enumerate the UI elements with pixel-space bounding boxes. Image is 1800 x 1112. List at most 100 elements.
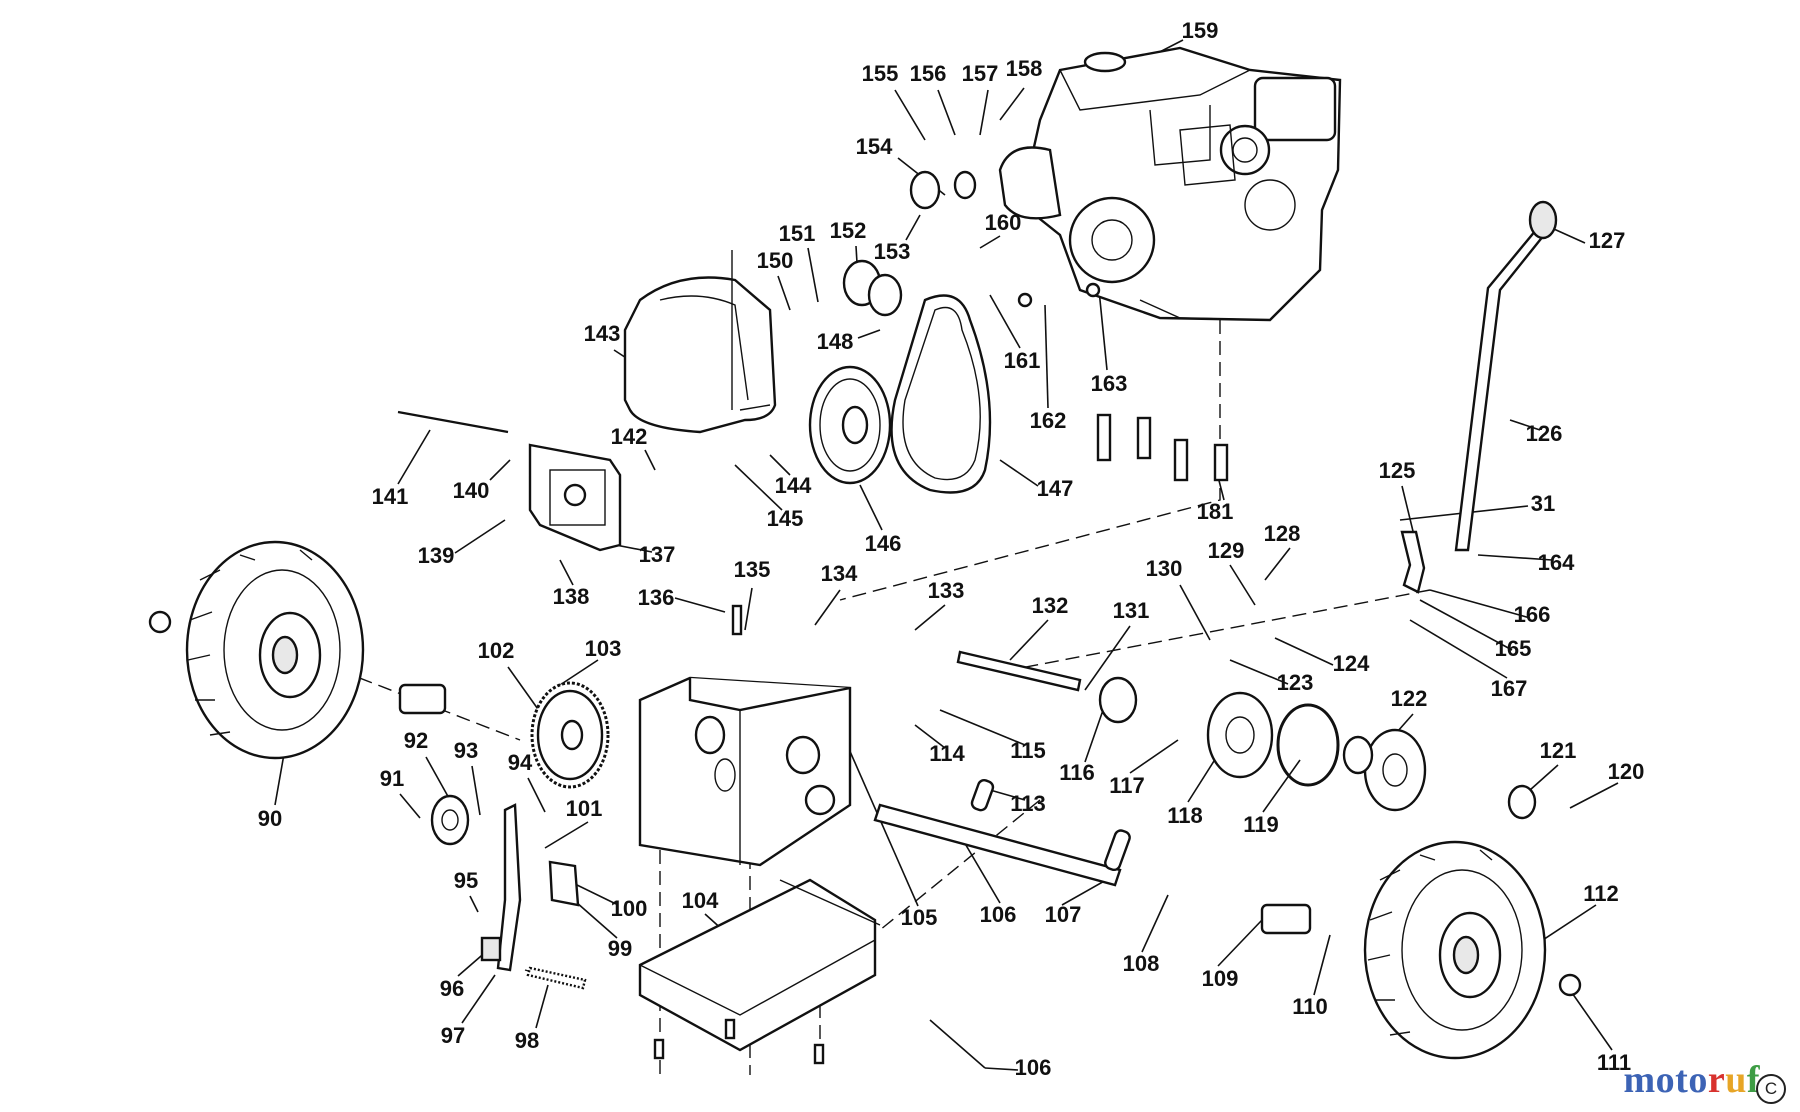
- gear: [530, 681, 610, 789]
- callout-152: 152: [830, 218, 867, 243]
- left-wheel: [148, 540, 365, 760]
- callout-116: 116: [1059, 760, 1095, 785]
- callout-31: 31: [1531, 491, 1555, 516]
- copyright-badge: C: [1756, 1074, 1786, 1104]
- callout-136: 136: [638, 585, 675, 610]
- callout-165: 165: [1495, 636, 1532, 661]
- callout-118: 118: [1167, 803, 1203, 828]
- v-belt: [890, 294, 992, 494]
- shafts: [398, 650, 1312, 935]
- watermark-segment-3: u: [1725, 1059, 1747, 1101]
- callout-103: 103: [585, 636, 622, 661]
- callout-105: 105: [901, 905, 938, 930]
- callout-138: 138: [553, 584, 590, 609]
- watermark-segment-1: moto: [1623, 1059, 1708, 1101]
- bracket-small: [548, 860, 580, 907]
- callout-160: 160: [985, 210, 1022, 235]
- callout-125: 125: [1379, 458, 1416, 483]
- callout-93: 93: [454, 738, 478, 763]
- watermark-segment-2: r: [1707, 1059, 1726, 1101]
- callout-97: 97: [441, 1023, 465, 1048]
- callout-135: 135: [734, 557, 771, 582]
- callout-99: 99: [608, 936, 632, 961]
- callout-164: 164: [1538, 550, 1575, 575]
- callout-101: 101: [566, 796, 603, 821]
- callout-143: 143: [584, 321, 621, 346]
- callout-112: 112: [1583, 881, 1619, 906]
- callout-146: 146: [865, 531, 902, 556]
- callout-104: 104: [682, 888, 719, 913]
- callout-141: 141: [372, 484, 409, 509]
- callout-110: 110: [1292, 994, 1328, 1019]
- gearbox-housing: [638, 676, 852, 867]
- callout-137: 137: [639, 542, 676, 567]
- callout-95: 95: [454, 868, 478, 893]
- callout-159: 159: [1182, 18, 1219, 43]
- callout-labels: 159 155 156 157 158 154 153 160 151 152 150 127 143 1…: [258, 18, 1645, 1080]
- callout-117: 117: [1109, 773, 1145, 798]
- callout-145: 145: [767, 506, 804, 531]
- callout-119: 119: [1243, 812, 1279, 837]
- callout-181: 181: [1197, 499, 1234, 524]
- callout-153: 153: [874, 239, 911, 264]
- belt-cover: [623, 250, 777, 434]
- callout-167: 167: [1491, 676, 1528, 701]
- fasteners: [653, 282, 1229, 1065]
- callout-121: 121: [1540, 738, 1577, 763]
- callout-106: 106: [980, 902, 1017, 927]
- callout-158: 158: [1006, 56, 1043, 81]
- callout-129: 129: [1208, 538, 1245, 563]
- callout-128: 128: [1264, 521, 1301, 546]
- callout-113: 113: [1010, 791, 1046, 816]
- callout-155: 155: [862, 61, 899, 86]
- callout-111: 111: [1597, 1050, 1631, 1075]
- callout-92: 92: [404, 728, 428, 753]
- shift-lever: [1400, 200, 1558, 594]
- callout-142: 142: [611, 424, 648, 449]
- callout-144: 144: [775, 473, 812, 498]
- callout-150: 150: [757, 248, 794, 273]
- callout-154: 154: [856, 134, 893, 159]
- callout-91: 91: [380, 766, 404, 791]
- callout-98: 98: [515, 1028, 539, 1053]
- callout-161: 161: [1004, 348, 1041, 373]
- pulley: [808, 170, 977, 485]
- skid-plate: [638, 878, 881, 1052]
- callout-126: 126: [1526, 421, 1563, 446]
- callout-131: 131: [1113, 598, 1150, 623]
- callout-124: 124: [1333, 651, 1370, 676]
- callout-122: 122: [1391, 686, 1428, 711]
- callout-100: 100: [611, 896, 648, 921]
- callout-102: 102: [478, 638, 515, 663]
- callout-151: 151: [779, 221, 816, 246]
- callout-108: 108: [1123, 951, 1160, 976]
- callout-90: 90: [258, 806, 282, 831]
- callout-166: 166: [1514, 602, 1551, 627]
- callout-123: 123: [1277, 670, 1314, 695]
- clutch-lever: [430, 794, 587, 990]
- callout-156: 156: [910, 61, 947, 86]
- engine: [998, 46, 1342, 322]
- callout-109: 109: [1202, 966, 1239, 991]
- callout-96: 96: [440, 976, 464, 1001]
- callout-132: 132: [1032, 593, 1069, 618]
- bracket-plate: [397, 410, 622, 552]
- callout-148: 148: [817, 329, 854, 354]
- callout-162: 162: [1030, 408, 1067, 433]
- callout-94: 94: [508, 750, 533, 775]
- callout-106: 106: [1015, 1055, 1052, 1080]
- callout-127: 127: [1589, 228, 1626, 253]
- callout-130: 130: [1146, 556, 1183, 581]
- callout-107: 107: [1045, 902, 1082, 927]
- callout-139: 139: [418, 543, 455, 568]
- callout-140: 140: [453, 478, 490, 503]
- callout-163: 163: [1091, 371, 1128, 396]
- callout-115: 115: [1010, 738, 1046, 763]
- right-wheel: [1363, 840, 1582, 1060]
- callout-114: 114: [929, 741, 965, 766]
- callout-134: 134: [821, 561, 858, 586]
- callout-157: 157: [962, 61, 999, 86]
- callout-133: 133: [928, 578, 965, 603]
- callout-147: 147: [1037, 476, 1074, 501]
